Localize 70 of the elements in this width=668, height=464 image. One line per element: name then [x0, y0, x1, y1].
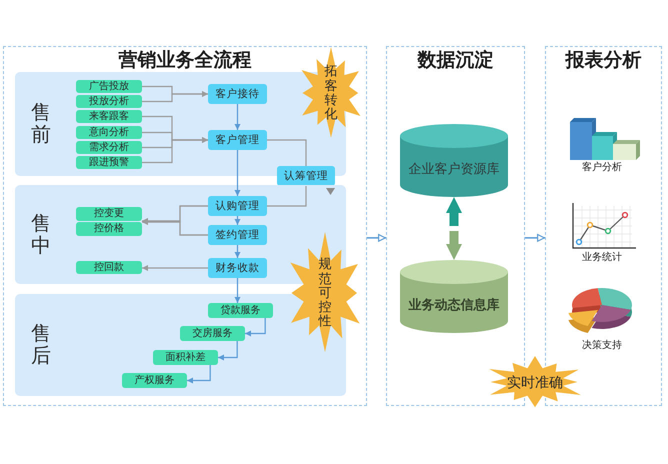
star-label: 实时准确	[507, 372, 563, 392]
function-box	[208, 303, 273, 318]
connector-arrow	[142, 137, 208, 164]
chart-caption: 决策支持	[582, 339, 622, 352]
star-label: 规范可控性	[318, 257, 332, 329]
process-box	[208, 130, 267, 150]
process-box	[277, 166, 335, 186]
function-box	[76, 80, 142, 93]
box-label: 意向分析	[89, 128, 129, 138]
box-label: 认购管理	[216, 200, 260, 212]
process-box	[208, 196, 267, 216]
box-label: 认筹管理	[284, 170, 328, 182]
function-box	[76, 261, 142, 274]
box-label: 面积补差	[166, 352, 206, 362]
connector-arrow	[234, 245, 240, 258]
database-label: 企业客户资源库	[408, 160, 500, 178]
box-label: 需求分析	[89, 142, 129, 152]
connector-line	[267, 186, 307, 207]
box-label: 贷款服务	[220, 306, 260, 316]
function-box	[76, 110, 142, 123]
block-arrow	[446, 197, 462, 260]
function-box	[153, 350, 218, 365]
box-label: 财务收款	[216, 262, 260, 274]
connector-arrow	[234, 104, 240, 130]
chart-caption: 客户分析	[582, 161, 622, 174]
connector-arrow	[187, 365, 211, 384]
box-label: 控回款	[94, 262, 124, 272]
function-box	[76, 126, 142, 139]
connector-arrow	[234, 216, 240, 225]
box-label: 来客跟客	[89, 112, 129, 122]
stage-label: 售前	[31, 102, 51, 146]
function-box	[76, 141, 142, 154]
function-box	[122, 373, 187, 388]
box-label: 控变更	[94, 209, 124, 219]
box-label: 客户管理	[216, 134, 260, 146]
connector-arrow	[142, 265, 208, 271]
box-label: 广告投放	[89, 82, 129, 92]
function-box	[76, 222, 142, 236]
process-box	[208, 258, 267, 278]
dashed-panel	[3, 46, 367, 406]
stage-label: 售后	[31, 323, 51, 367]
connector-line	[267, 139, 307, 166]
box-label: 交房服务	[192, 328, 232, 338]
box-label: 控价格	[94, 224, 124, 234]
connector-arrow	[367, 234, 386, 242]
box-label: 跟进预警	[89, 158, 129, 168]
function-box	[180, 326, 245, 341]
connector-arrow	[234, 278, 240, 303]
box-label: 客户接待	[216, 88, 260, 100]
stage-band	[15, 185, 346, 284]
panel-title: 报表分析	[566, 49, 642, 73]
database-label: 业务动态信息库	[408, 296, 500, 314]
connector-arrow	[218, 341, 238, 360]
function-box	[76, 207, 142, 221]
connector-arrow	[142, 91, 208, 102]
box-label: 产权服务	[134, 376, 174, 386]
box-label: 投放分析	[89, 96, 129, 106]
process-box	[208, 225, 267, 245]
chart-caption: 业务统计	[582, 251, 622, 264]
function-box	[76, 156, 142, 169]
connector-arrow	[525, 234, 545, 242]
panel-title: 数据沉淀	[418, 49, 494, 73]
stage-label: 售中	[31, 212, 51, 256]
process-box	[208, 84, 267, 104]
star-label: 拓客转化	[324, 64, 338, 122]
connector-arrow	[245, 318, 266, 336]
connector-arrow	[234, 150, 240, 196]
panel-title: 营销业务全流程	[118, 49, 252, 73]
function-box	[76, 95, 142, 108]
box-label: 签约管理	[216, 230, 260, 240]
